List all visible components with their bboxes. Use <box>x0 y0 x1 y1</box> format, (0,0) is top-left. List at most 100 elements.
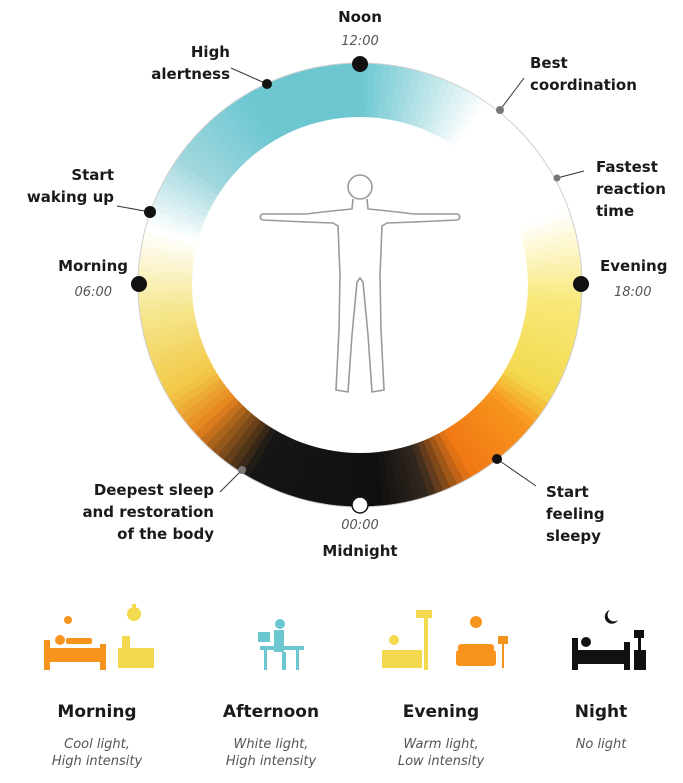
legend-evening-title: Evening <box>402 702 480 722</box>
ring-segment <box>223 104 264 155</box>
ring-segment <box>410 440 436 497</box>
morning-label: Morning <box>58 257 128 275</box>
desk-worker-icon <box>196 600 346 680</box>
ring-segment <box>269 78 299 134</box>
lighting-legend: Morning Cool light, High intensity After… <box>0 600 683 783</box>
living-room-lamp-icon <box>366 600 516 680</box>
ring-segment <box>247 428 283 482</box>
ring-segment <box>405 71 431 128</box>
legend-afternoon-title: Afternoon <box>222 702 320 722</box>
circadian-wheel <box>116 56 589 514</box>
ring-segment <box>511 347 566 377</box>
ring-segment <box>519 325 576 348</box>
ring-segment <box>216 411 258 460</box>
ring-segment <box>364 450 376 507</box>
start-sleepy-label: Start feeling sleepy <box>546 483 605 545</box>
noon-label: Noon <box>338 8 382 26</box>
evening-time: 18:00 <box>614 285 652 300</box>
noon-marker <box>352 56 368 72</box>
ring-segment <box>211 113 255 162</box>
ring-segment <box>255 84 289 139</box>
ring-segment <box>142 318 199 339</box>
ring-segment <box>500 368 553 404</box>
ring-segment <box>525 277 582 287</box>
ring-segment <box>284 73 310 130</box>
ring-segment <box>446 422 485 475</box>
ring-segment <box>229 100 269 151</box>
ring-segment <box>175 153 227 193</box>
ring-segment <box>524 254 581 269</box>
ring-segment <box>500 167 554 204</box>
ring-segment <box>475 125 521 171</box>
ring-segment <box>441 425 478 479</box>
ring-segment <box>167 166 220 202</box>
ring-segment <box>148 335 205 361</box>
ring-segment <box>496 372 549 411</box>
ring-segment <box>416 76 445 132</box>
ring-segment <box>175 376 226 416</box>
ring-segment <box>483 136 532 180</box>
ring-segment <box>171 159 224 198</box>
ring-segment <box>522 238 579 258</box>
ring-segment <box>289 442 315 499</box>
ring-segment <box>358 450 368 508</box>
ring-segment <box>513 341 569 370</box>
ring-segment <box>415 438 444 495</box>
ring-segment <box>503 174 557 209</box>
best-coordination-marker <box>496 106 504 114</box>
best-coordination-label: Best coordination <box>530 54 637 94</box>
legend-evening-desc: Warm light, Low intensity <box>366 736 516 770</box>
ring-segment <box>151 200 207 229</box>
ring-segment <box>387 447 407 504</box>
bed-moon-icon <box>526 600 676 680</box>
ring-segment <box>437 88 473 142</box>
ring-segment <box>139 252 196 268</box>
ring-segment <box>508 352 563 384</box>
ring-segment <box>249 88 284 142</box>
ring-segment <box>525 269 582 281</box>
legend-night-desc: No light <box>526 736 676 753</box>
ring-segment <box>342 450 355 507</box>
ring-segment <box>241 425 277 478</box>
ring-segment <box>427 82 459 137</box>
fastest-reaction-marker <box>553 174 561 182</box>
ring-segment <box>471 120 516 167</box>
ring-segment <box>422 79 452 134</box>
ring-segment <box>142 229 200 251</box>
ring-segment <box>157 186 212 218</box>
legend-morning-desc-line2: High intensity <box>51 754 143 769</box>
ring-segment <box>205 118 250 166</box>
ring-segment <box>146 329 203 354</box>
ring-segment <box>497 160 550 199</box>
ring-segment <box>404 442 429 499</box>
ring-segment <box>524 296 582 310</box>
ring-segment <box>371 63 385 121</box>
ring-segment <box>138 260 196 274</box>
ring-segment <box>139 306 197 324</box>
legend-night-desc-line1: No light <box>575 737 627 752</box>
ring-segment <box>513 201 570 230</box>
ring-segment <box>291 71 316 128</box>
ring-segment <box>327 449 343 506</box>
ring-segment <box>443 92 479 145</box>
ring-segment <box>195 129 242 174</box>
ring-segment <box>393 446 414 503</box>
legend-morning-title: Morning <box>57 702 137 722</box>
ring-segment <box>156 351 211 383</box>
ring-segment <box>138 289 195 301</box>
human-figure-icon <box>259 174 461 393</box>
ring-segment <box>319 448 337 505</box>
legend-night-title: Night <box>574 702 628 722</box>
ring-segment <box>138 267 195 280</box>
ring-segment <box>262 81 294 136</box>
start-waking-marker <box>144 206 156 218</box>
ring-segment <box>138 283 195 293</box>
ring-segment <box>465 408 509 457</box>
ring-segment <box>520 319 578 341</box>
ring-segment <box>523 246 581 264</box>
ring-segment <box>189 135 238 179</box>
ring-segment <box>297 444 320 501</box>
ring-segment <box>335 449 349 507</box>
ring-segment <box>144 324 201 347</box>
legend-evening: Evening Warm light, Low intensity <box>366 600 516 770</box>
